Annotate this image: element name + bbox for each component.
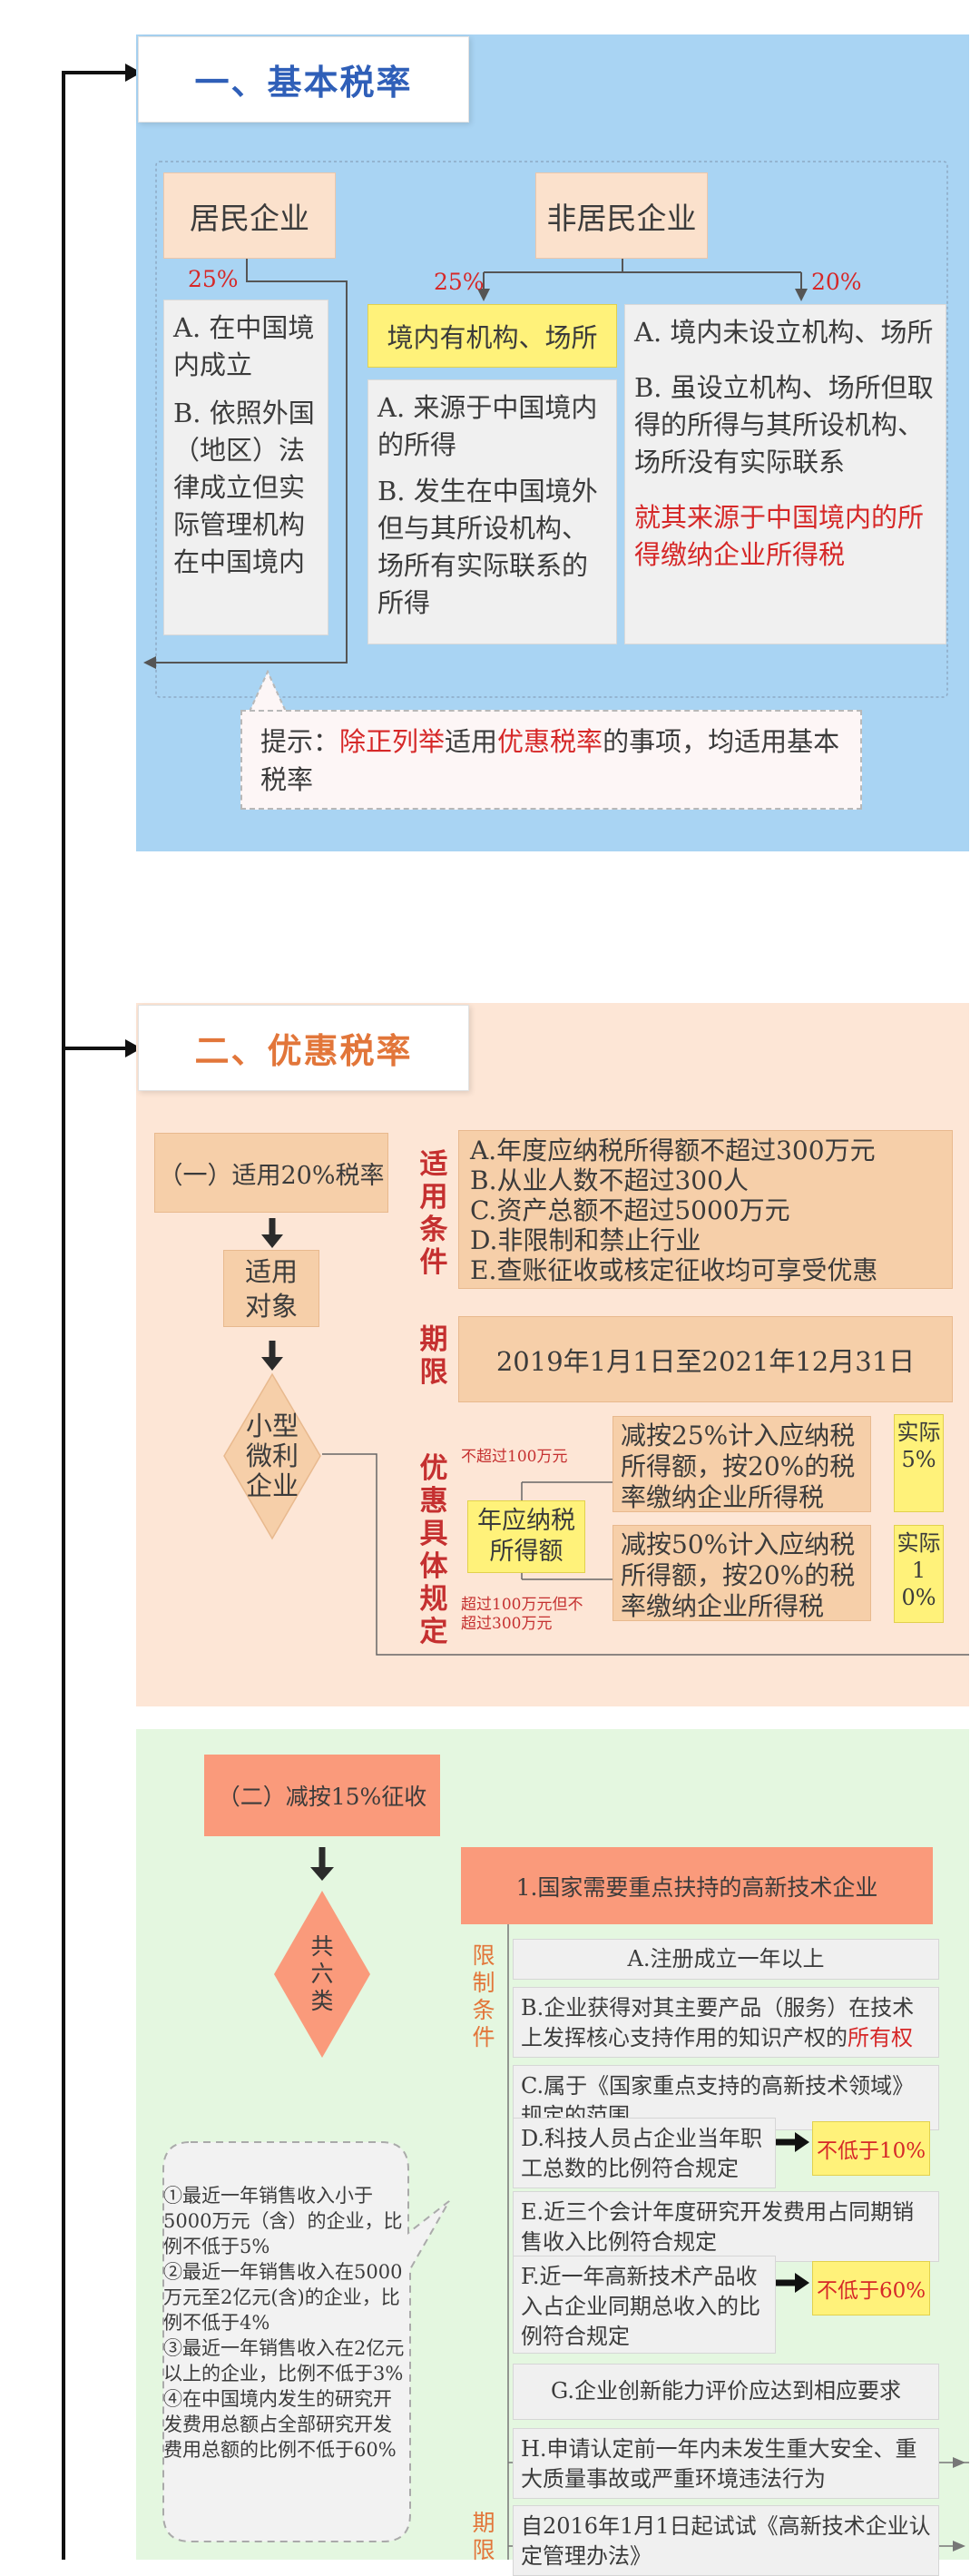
actual-5-box: 实际5% [894,1414,944,1512]
period-box: 2019年1月1日至2021年12月31日 [458,1316,953,1402]
establishment-box: 境内有机构、场所 [368,304,617,368]
cond-100-to-300: 超过100万元但不超过300万元 [461,1596,583,1633]
condition-e: E.查账征收或核定征收均可享受优惠 [470,1255,878,1285]
cond-not-over-100: 不超过100万元 [461,1448,568,1466]
limit-d-threshold: 不低于10% [812,2121,930,2176]
six-categories-label: 共六类 [310,1933,334,2014]
limit-e: E.近三个会计年度研究开发费用占同期销售收入比例符合规定 [513,2191,939,2262]
tip-callout: 提示：除正列举适用优惠税率的事项，均适用基本税率 [240,710,862,810]
section2-title: 二、优惠税率 [138,1005,469,1091]
actual-10-box: 实际10% [894,1525,944,1623]
rd-ratio-list: ①最近一年销售收入小于5000万元（含）的企业，比例不低于5% ②最近一年销售收… [163,2183,410,2463]
limit-f-threshold: 不低于60% [812,2261,930,2315]
establishment-income-card: A. 来源于中国境内的所得 B. 发生在中国境外但与其所设机构、场所有实际联系的… [368,379,617,644]
tip-prefix: 提示： [260,726,340,757]
section1-connectors [143,161,948,698]
establishment-income-b: B. 发生在中国境外但与其所设机构、场所有实际联系的所得 [377,476,598,618]
resident-criterion-a: A. 在中国境内成立 [173,312,315,380]
section3-period-label: 期限 [472,2510,495,2563]
limit-h: H.申请认定前一年内未发生重大安全、重大质量事故或严重环境违法行为 [513,2428,939,2499]
no-establishment-card: A. 境内未设立机构、场所 B. 虽设立机构、场所但取得的所得与其所设机构、场所… [624,304,946,644]
rd-callout-bubble [162,2141,450,2542]
no-establishment-b: B. 虽设立机构、场所但取得的所得与其所设机构、场所没有实际联系 [634,372,934,477]
section1-title: 一、基本税率 [138,36,469,123]
condition-d: D.非限制和禁止行业 [470,1225,701,1255]
rate20-box: （一）适用20%税率 [154,1133,388,1213]
nonresident-enterprise-box: 非居民企业 [535,172,708,259]
limit-b-text: B.企业获得对其主要产品（服务）在技术上发挥核心支持作用的知识产权的 [521,1995,915,2050]
rd-ratio-4: ④在中国境内发生的研究开发费用总额占全部研究开发费用总额的比例不低于60% [163,2388,397,2461]
rd-ratio-3: ③最近一年销售收入在2亿元以上的企业，比例不低于3% [163,2337,405,2384]
conditions-box: A.年度应纳税所得额不超过300万元 B.从业人数不超过300人 C.资产总额不… [458,1130,953,1289]
period-label: 期限 [419,1323,448,1389]
tip-callout-pointer [248,670,288,713]
condition-c: C.资产总额不超过5000万元 [470,1195,790,1225]
tip-applies: 适用 [445,726,498,757]
limit-f: F.近一年高新技术产品收入占企业同期总收入的比例符合规定 [513,2256,776,2354]
resident-criteria-card: A. 在中国境内成立 B. 依照外国（地区）法律成立但实际管理机构在中国境内 [163,300,328,635]
rule-b-box: 减按50%计入应纳税所得额，按20%的税率缴纳企业所得税 [612,1525,871,1621]
rules-label: 优惠具体规定 [419,1452,448,1648]
tip-preferential-rate: 优惠税率 [497,726,603,757]
section3-period-box: 自2016年1月1日起试试《高新技术企业认定管理办法》 [513,2505,939,2576]
establishment-income-a: A. 来源于中国境内的所得 [377,392,598,460]
taxable-income-box: 年应纳税所得额 [467,1500,585,1573]
condition-a: A.年度应纳税所得额不超过300万元 [470,1136,876,1165]
no-establishment-a: A. 境内未设立机构、场所 [634,317,934,348]
resident-rate-label: 25% [188,266,239,292]
rd-ratio-1: ①最近一年销售收入小于5000万元（含）的企业，比例不低于5% [163,2185,403,2257]
applies-to-box: 适用对象 [223,1250,319,1327]
nonresident-rate-label-b: 20% [811,269,862,295]
nonresident-rate-label-a: 25% [434,269,485,295]
limit-a: A.注册成立一年以上 [513,1939,939,1980]
resident-enterprise-box: 居民企业 [163,172,336,259]
resident-criterion-b: B. 依照外国（地区）法律成立但实际管理机构在中国境内 [173,398,315,577]
limit-b: B.企业获得对其主要产品（服务）在技术上发挥核心支持作用的知识产权的所有权 [513,1987,939,2058]
condition-b: B.从业人数不超过300人 [470,1165,749,1195]
limits-label: 限制条件 [472,1942,495,2050]
small-enterprise-label: 小型微利企业 [245,1411,299,1501]
timeline-connector [62,64,142,2560]
tip-exclusive-list: 除正列举 [339,726,446,757]
no-establishment-note: 就其来源于中国境内的所得缴纳企业所得税 [634,502,925,570]
limit-g: G.企业创新能力评价应达到相应要求 [513,2364,939,2420]
high-tech-enterprise-box: 1.国家需要重点扶持的高新技术企业 [461,1847,933,1924]
limit-d: D.科技人员占企业当年职工总数的比例符合规定 [513,2118,776,2188]
small-enterprise-diamond [223,1372,321,1540]
limit-b-ownership: 所有权 [848,2025,913,2050]
rule-a-box: 减按25%计入应纳税所得额，按20%的税率缴纳企业所得税 [612,1416,871,1512]
rd-ratio-2: ②最近一年销售收入在5000万元至2亿元(含)的企业，比例不低于4% [163,2261,403,2334]
conditions-label: 适用条件 [419,1148,448,1279]
rate15-box: （二）减按15%征收 [204,1755,440,1836]
tip-suffix: 的事项，均适用基本税率 [260,726,840,795]
